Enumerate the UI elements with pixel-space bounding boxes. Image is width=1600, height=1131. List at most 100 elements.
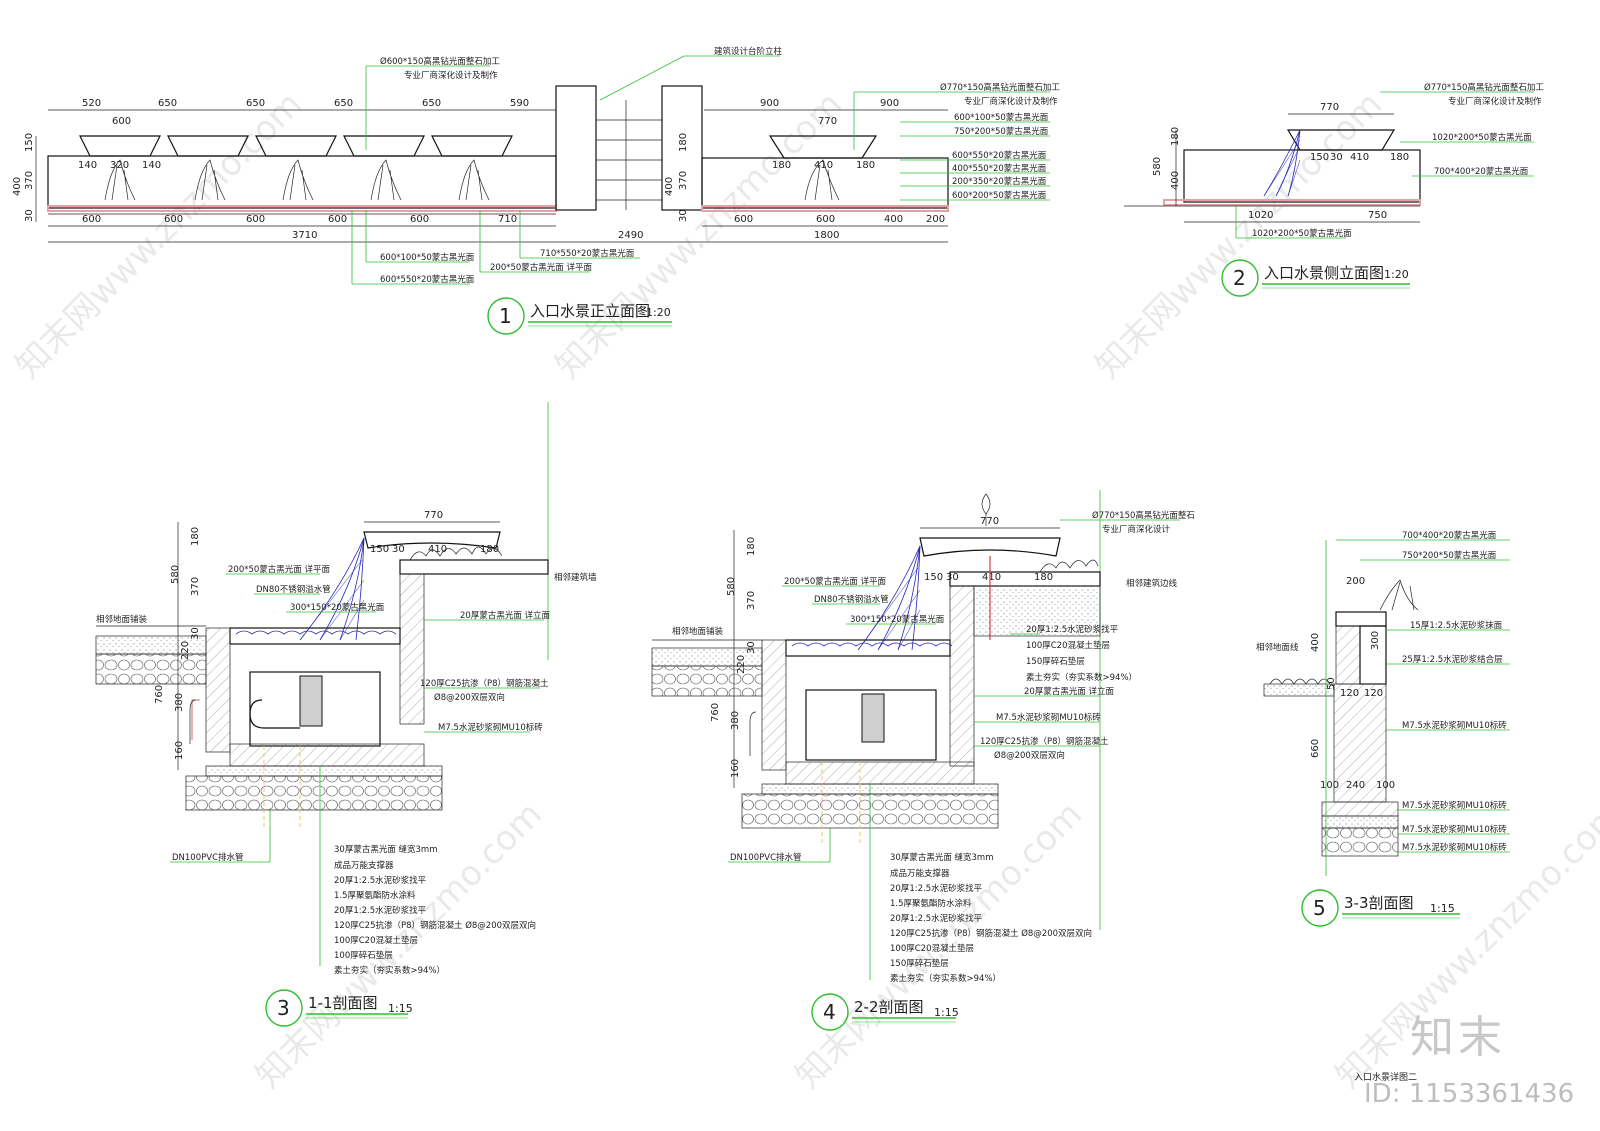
drain-label: DN100PVC排水管 [730,852,802,863]
steps [596,100,662,210]
dim: 370 [190,577,201,596]
view-scale: 1:15 [934,1006,959,1019]
note: M7.5水泥砂浆砌MU10标砖 [438,722,543,733]
layer: 素土夯实（夯实系数>94%） [334,965,445,976]
view-number: 2 [1233,266,1246,290]
dim: 600 [410,214,429,225]
note: 150厚碎石垫层 [1026,656,1085,667]
view-scale: 1:15 [1430,902,1455,915]
dim: 240 [1346,780,1365,791]
layer: 30厚蒙古黑光面 缝宽3mm [334,844,438,855]
dim: 380 [730,711,741,730]
view-title-1: 1 入口水景正立面图 1:20 [487,297,672,335]
dim: 600 [164,214,183,225]
brand-block: 知末 入口水景详图二 ID: 1153361436 [1354,1012,1574,1109]
note: 相邻建筑边线 [1126,578,1178,589]
dim: 30 [24,209,35,222]
section-2-2: 770 150 30 410 180 [651,493,1195,1031]
note: 700*400*20蒙古黑光面 [1402,530,1497,541]
layer: 1.5厚聚氨酯防水涂料 [890,898,972,909]
note: 200*50蒙古黑光面 详平面 [490,262,592,273]
dim: 580 [170,565,181,584]
layer: 20厚1:2.5水泥砂浆找平 [890,883,983,894]
note: M7.5水泥砂浆砌MU10标砖 [1402,720,1507,731]
front-elevation: 520 650 650 650 650 590 900 900 600 770 … [12,46,1060,335]
note: Ø770*150高黑钻光面整石加工 [1424,82,1544,93]
layer: 1.5厚聚氨酯防水涂料 [334,890,416,901]
note: 750*200*50蒙古黑光面 [1402,550,1497,561]
dim: 180 [856,160,875,171]
dim: 400 [1170,171,1181,190]
dim: 660 [1310,739,1321,758]
note: DN80不锈钢溢水管 [256,584,331,595]
note: 25厚1:2.5水泥砂浆结合层 [1402,654,1503,665]
note: 素土夯实（夯实系数>94%） [1026,672,1137,683]
note: Ø770*150高黑钻光面整石 [1092,510,1195,521]
view-number: 4 [823,1000,836,1024]
note: 300*150*20蒙古黑光面 [290,602,385,613]
dim: 150 [924,572,943,583]
id-label: ID: 1153361436 [1364,1079,1574,1109]
dim: 400 [1310,633,1321,652]
basin-row [79,135,513,157]
note: 120厚C25抗渗（P8）钢筋混凝土 [420,678,549,689]
dim: 410 [428,544,447,555]
dim: 30 [1330,152,1343,163]
dim: 370 [746,591,757,610]
dim: 750 [1368,210,1387,221]
note: 600*550*20蒙古黑光面 [952,150,1047,161]
view-title-2: 2 入口水景侧立面图 1:20 [1221,259,1410,297]
note: Ø8@200双层双向 [434,692,505,703]
dim: 2490 [618,230,643,241]
dim: 180 [772,160,791,171]
dim: 30 [392,544,405,555]
dim: 100 [1376,780,1395,791]
view-title: 入口水景侧立面图 [1264,264,1384,282]
note: 20厚1:2.5水泥砂浆找平 [1026,624,1119,635]
note: 专业厂商深化设计及制作 [1448,96,1542,107]
notes-right: Ø770*150高黑钻光面整石加工 专业厂商深化设计及制作 600*100*50… [853,82,1060,201]
dim: 410 [814,160,833,171]
dim: 900 [760,98,779,109]
note: 400*550*20蒙古黑光面 [952,163,1047,174]
dim: 200 [926,214,945,225]
dim: 150 [1310,152,1329,163]
note: 120厚C25抗渗（P8）钢筋混凝土 [980,736,1109,747]
dim: 760 [154,685,165,704]
note: 100厚C20混凝土垫层 [1026,640,1110,651]
layer: 30厚蒙古黑光面 缝宽3mm [890,852,994,863]
dim: 180 [190,527,201,546]
view-number: 3 [277,996,290,1020]
note: Ø600*150高黑钻光面整石加工 [380,56,500,67]
dim: 3710 [292,230,317,241]
dim: 180 [1170,127,1181,146]
dim: 600 [734,214,753,225]
watermark: 知末网www.znzmo.com [548,84,850,386]
watermark-layer: 知末网www.znzmo.com 知末网www.znzmo.com 知末网www… [8,84,1600,1096]
dim: 600 [328,214,347,225]
dim: 1020 [1248,210,1273,221]
dim: 600 [82,214,101,225]
note: 相邻地面铺装 [672,626,724,637]
water-spray [1263,129,1301,197]
dim: 580 [1152,157,1163,176]
view-title-4: 4 2-2剖面图 1:15 [811,993,959,1031]
view-scale: 1:15 [388,1002,413,1015]
view-number: 1 [499,304,512,328]
note: 200*50蒙古黑光面 详平面 [228,564,330,575]
dim: 1800 [814,230,839,241]
section-3-3: 700*400*20蒙古黑光面 750*200*50蒙古黑光面 15厚1:2.5… [1256,530,1510,927]
layer: 120厚C25抗渗（P8）钢筋混凝土 Ø8@200双层双向 [334,920,536,931]
view-scale: 1:20 [1384,268,1409,281]
dim: 300 [1370,631,1381,650]
fountain-plants [104,159,490,201]
dim: 140 [142,160,161,171]
view-scale: 1:20 [646,306,671,319]
note: 专业厂商深化设计及制作 [964,96,1058,107]
dim: 770 [980,516,999,527]
dim: 160 [730,759,741,778]
dim: 900 [880,98,899,109]
dim: 400 [664,177,675,196]
note: 300*150*20蒙古黑光面 [850,614,945,625]
